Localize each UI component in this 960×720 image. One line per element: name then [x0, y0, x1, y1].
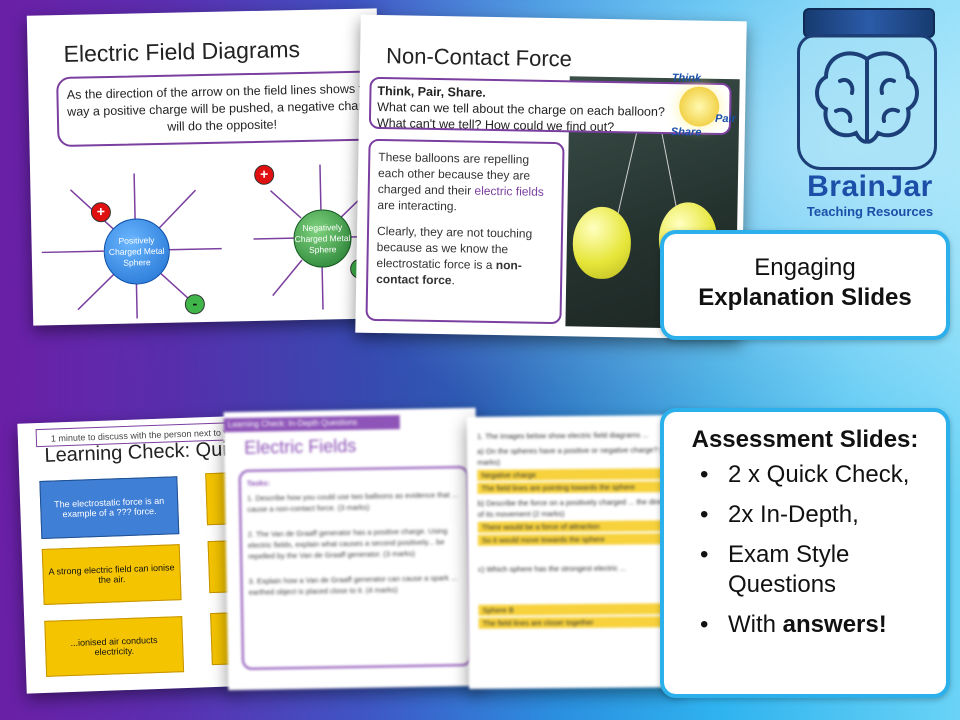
field-lines-diagram — [41, 164, 382, 319]
share-label: Share — [670, 126, 702, 139]
brain-icon — [815, 51, 919, 144]
question-2: 2. The Van de Graaff generator has a pos… — [247, 526, 448, 561]
slide-learning-check-quick: 1 minute to discuss with the person next… — [17, 416, 237, 694]
list-item: With answers! — [700, 610, 930, 640]
brainjar-logo: BrainJar Teaching Resources — [795, 8, 945, 219]
slide-title: Learning Check: Qui — [44, 438, 228, 467]
assessment-slides-callout: Assessment Slides: 2 x Quick Check, 2x I… — [660, 408, 950, 698]
quiz-card: A strong electric field can ionise the a… — [41, 544, 182, 605]
list-item: 2x In-Depth, — [700, 500, 930, 530]
quiz-card: ...ionised air conducts electricity. — [44, 616, 185, 677]
callout-heading: Assessment Slides: — [691, 426, 919, 453]
slide-exam-questions-answers: 1. The images below show electric field … — [466, 415, 684, 689]
assessment-list: 2 x Quick Check, 2x In-Depth, Exam Style… — [680, 460, 930, 640]
questions-frame: Tasks: 1. Describe how you could use two… — [238, 465, 473, 670]
question-3: 3. Explain how a Van de Graaff generator… — [248, 573, 458, 597]
answer-highlight: There would be a force of attraction — [477, 520, 678, 533]
brand-tagline: Teaching Resources — [806, 204, 934, 219]
answer-highlight: The field lines are closer together — [478, 616, 679, 629]
pair-label: Pair — [714, 112, 736, 126]
slide-header: Learning Check: In-Depth Questions — [223, 415, 400, 433]
explanation-slides-callout: Engaging Explanation Slides — [660, 230, 950, 340]
explanation-box: These balloons are repelling each other … — [365, 138, 565, 325]
list-item-text: With — [728, 611, 783, 638]
answer-highlight: Sphere B — [478, 603, 679, 616]
list-item: 2 x Quick Check, — [700, 460, 930, 490]
think-label: Think — [671, 72, 702, 85]
question-part-b: b) Describe the force on a positively ch… — [477, 497, 678, 519]
explanation-text: are interacting. — [377, 197, 457, 214]
slide-in-depth-questions: Learning Check: In-Depth Questions Elect… — [223, 407, 481, 691]
quiz-card: The electrostatic force is an example of… — [39, 476, 180, 539]
callout-line-2: Explanation Slides — [698, 284, 912, 311]
answer-highlight: Negative charge — [477, 468, 678, 481]
slide-electric-field-diagrams: Electric Field Diagrams As the direction… — [26, 8, 384, 326]
question-1: 1. Describe how you could use two balloo… — [247, 490, 459, 514]
slide-title: Non-Contact Force — [385, 43, 573, 72]
callout-line-1: Engaging — [754, 254, 856, 281]
tasks-label: Tasks: — [246, 478, 271, 488]
list-item: Exam Style Questions — [700, 540, 930, 600]
question-part-c: c) Which sphere has the strongest electr… — [478, 563, 627, 574]
list-item-bold: answers! — [782, 611, 887, 638]
slide-title: Electric Fields — [244, 435, 357, 458]
balloon-image — [572, 206, 632, 280]
jar-icon — [797, 34, 937, 170]
electric-fields-term: electric fields — [474, 183, 544, 199]
exam-question-text: 1. The images below show electric field … — [477, 429, 679, 631]
answer-highlight: So it would move towards the sphere — [477, 533, 678, 546]
think-question-2: What can't we tell? How could we find ou… — [376, 115, 615, 135]
answer-highlight: The field lines are pointing towards the… — [477, 481, 678, 494]
brand-name: BrainJar — [807, 170, 933, 203]
question-intro: 1. The images below show electric field … — [476, 430, 649, 441]
explanation-text: . — [451, 273, 456, 288]
question-part-a: a) On the spheres have a positive or neg… — [477, 445, 667, 467]
